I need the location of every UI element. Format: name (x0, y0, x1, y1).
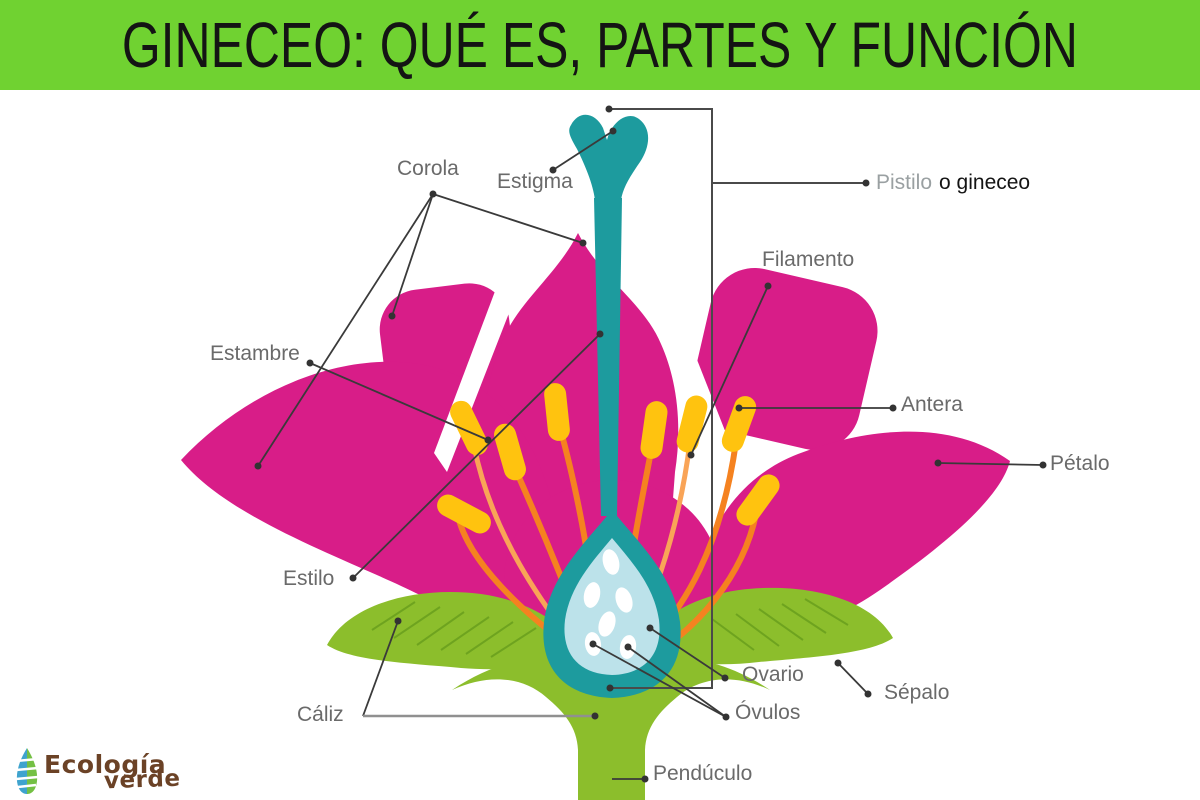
dot (722, 713, 730, 721)
label-estilo: Estilo (283, 567, 335, 590)
leaf-stripes (15, 757, 39, 789)
ovule (583, 582, 601, 608)
ovule (598, 611, 616, 637)
label-filamento: Filamento (762, 248, 855, 271)
page-title: GINECEO: QUÉ ES, PARTES Y FUNCIÓN (121, 9, 1079, 81)
sepal-left-veins (371, 601, 537, 658)
dot (641, 775, 649, 783)
dot (605, 105, 613, 113)
dot (591, 712, 599, 720)
dot (624, 643, 632, 651)
leader-lines (257, 130, 1044, 780)
anther (544, 383, 570, 441)
pistil (543, 114, 681, 698)
ovule (615, 587, 633, 613)
leader-corola (257, 193, 434, 467)
stigma-shape (569, 114, 649, 200)
dot (579, 239, 587, 247)
dot (394, 617, 402, 625)
anther (736, 474, 780, 526)
label-ovulos: Óvulos (735, 701, 801, 724)
dot (862, 179, 870, 187)
dot (254, 462, 262, 470)
dot (1039, 461, 1047, 469)
dot (589, 640, 597, 648)
header-bar: GINECEO: QUÉ ES, PARTES Y FUNCIÓN (0, 0, 1200, 90)
dot (934, 459, 942, 467)
dot (864, 690, 872, 698)
dot (349, 574, 357, 582)
leader-corola (432, 193, 584, 244)
bracket-outline (609, 108, 713, 689)
calyx-and-stem (327, 587, 893, 800)
sepal-right (640, 587, 893, 665)
dot (687, 451, 695, 459)
dot (388, 312, 396, 320)
label-gineceo-word: o gineceo (939, 171, 1031, 194)
ecologiaverde-logo: Ecología verde (14, 745, 194, 795)
dot (764, 282, 772, 290)
leaf-icon (15, 748, 39, 794)
dot (609, 127, 617, 135)
leader-ovulos (592, 643, 727, 718)
anther (676, 395, 708, 453)
label-sepalo: Sépalo (884, 681, 950, 704)
dot (484, 436, 492, 444)
dot (606, 684, 614, 692)
leader-sepalo (837, 662, 869, 695)
label-estigma: Estigma (497, 170, 573, 193)
leader-estambre (309, 362, 489, 441)
leaf-right-half (27, 748, 38, 794)
receptacle-stem (452, 658, 770, 800)
sepal-right-veins (711, 598, 849, 651)
dot (721, 674, 729, 682)
dot (646, 624, 654, 632)
ovule (602, 549, 620, 575)
leader-ovario (649, 627, 726, 679)
dot (306, 359, 314, 367)
leader-caliz (362, 620, 399, 717)
label-petalo: Pétalo (1050, 452, 1110, 475)
leader-dots (254, 105, 1047, 783)
leader-filamento (690, 285, 769, 456)
anther (721, 396, 757, 452)
anthers (437, 383, 780, 534)
dot (429, 190, 437, 198)
dot (834, 659, 842, 667)
anther (450, 400, 488, 456)
label-pistilo: Pistilo o gineceo (876, 171, 1030, 194)
anther (437, 494, 491, 534)
dot (889, 404, 897, 412)
label-estambre: Estambre (210, 342, 300, 365)
leader-ovulos (627, 646, 727, 718)
anther (640, 401, 668, 459)
leader-estigma (552, 130, 614, 171)
label-pistilo-word: Pistilo (876, 171, 933, 194)
sepal-left (327, 592, 580, 670)
label-ovario: Ovario (742, 663, 804, 686)
petal-gap-right (649, 286, 731, 464)
label-corola: Corola (397, 157, 459, 180)
dot (735, 404, 743, 412)
leader-corola (391, 193, 434, 317)
logo-text-verde: verde (103, 765, 181, 795)
dot (549, 166, 557, 174)
pistil-bracket (609, 108, 866, 689)
dot (596, 330, 604, 338)
label-antera: Antera (901, 393, 963, 416)
leader-estilo (352, 333, 601, 579)
label-caliz: Cáliz (297, 703, 344, 726)
label-pedunculo: Pendúculo (653, 762, 753, 785)
logo-text-ecologia: Ecología (44, 750, 167, 779)
anther (494, 423, 526, 481)
leader-petalo (937, 462, 1044, 466)
style-stalk (594, 198, 622, 516)
ovules (583, 549, 637, 659)
